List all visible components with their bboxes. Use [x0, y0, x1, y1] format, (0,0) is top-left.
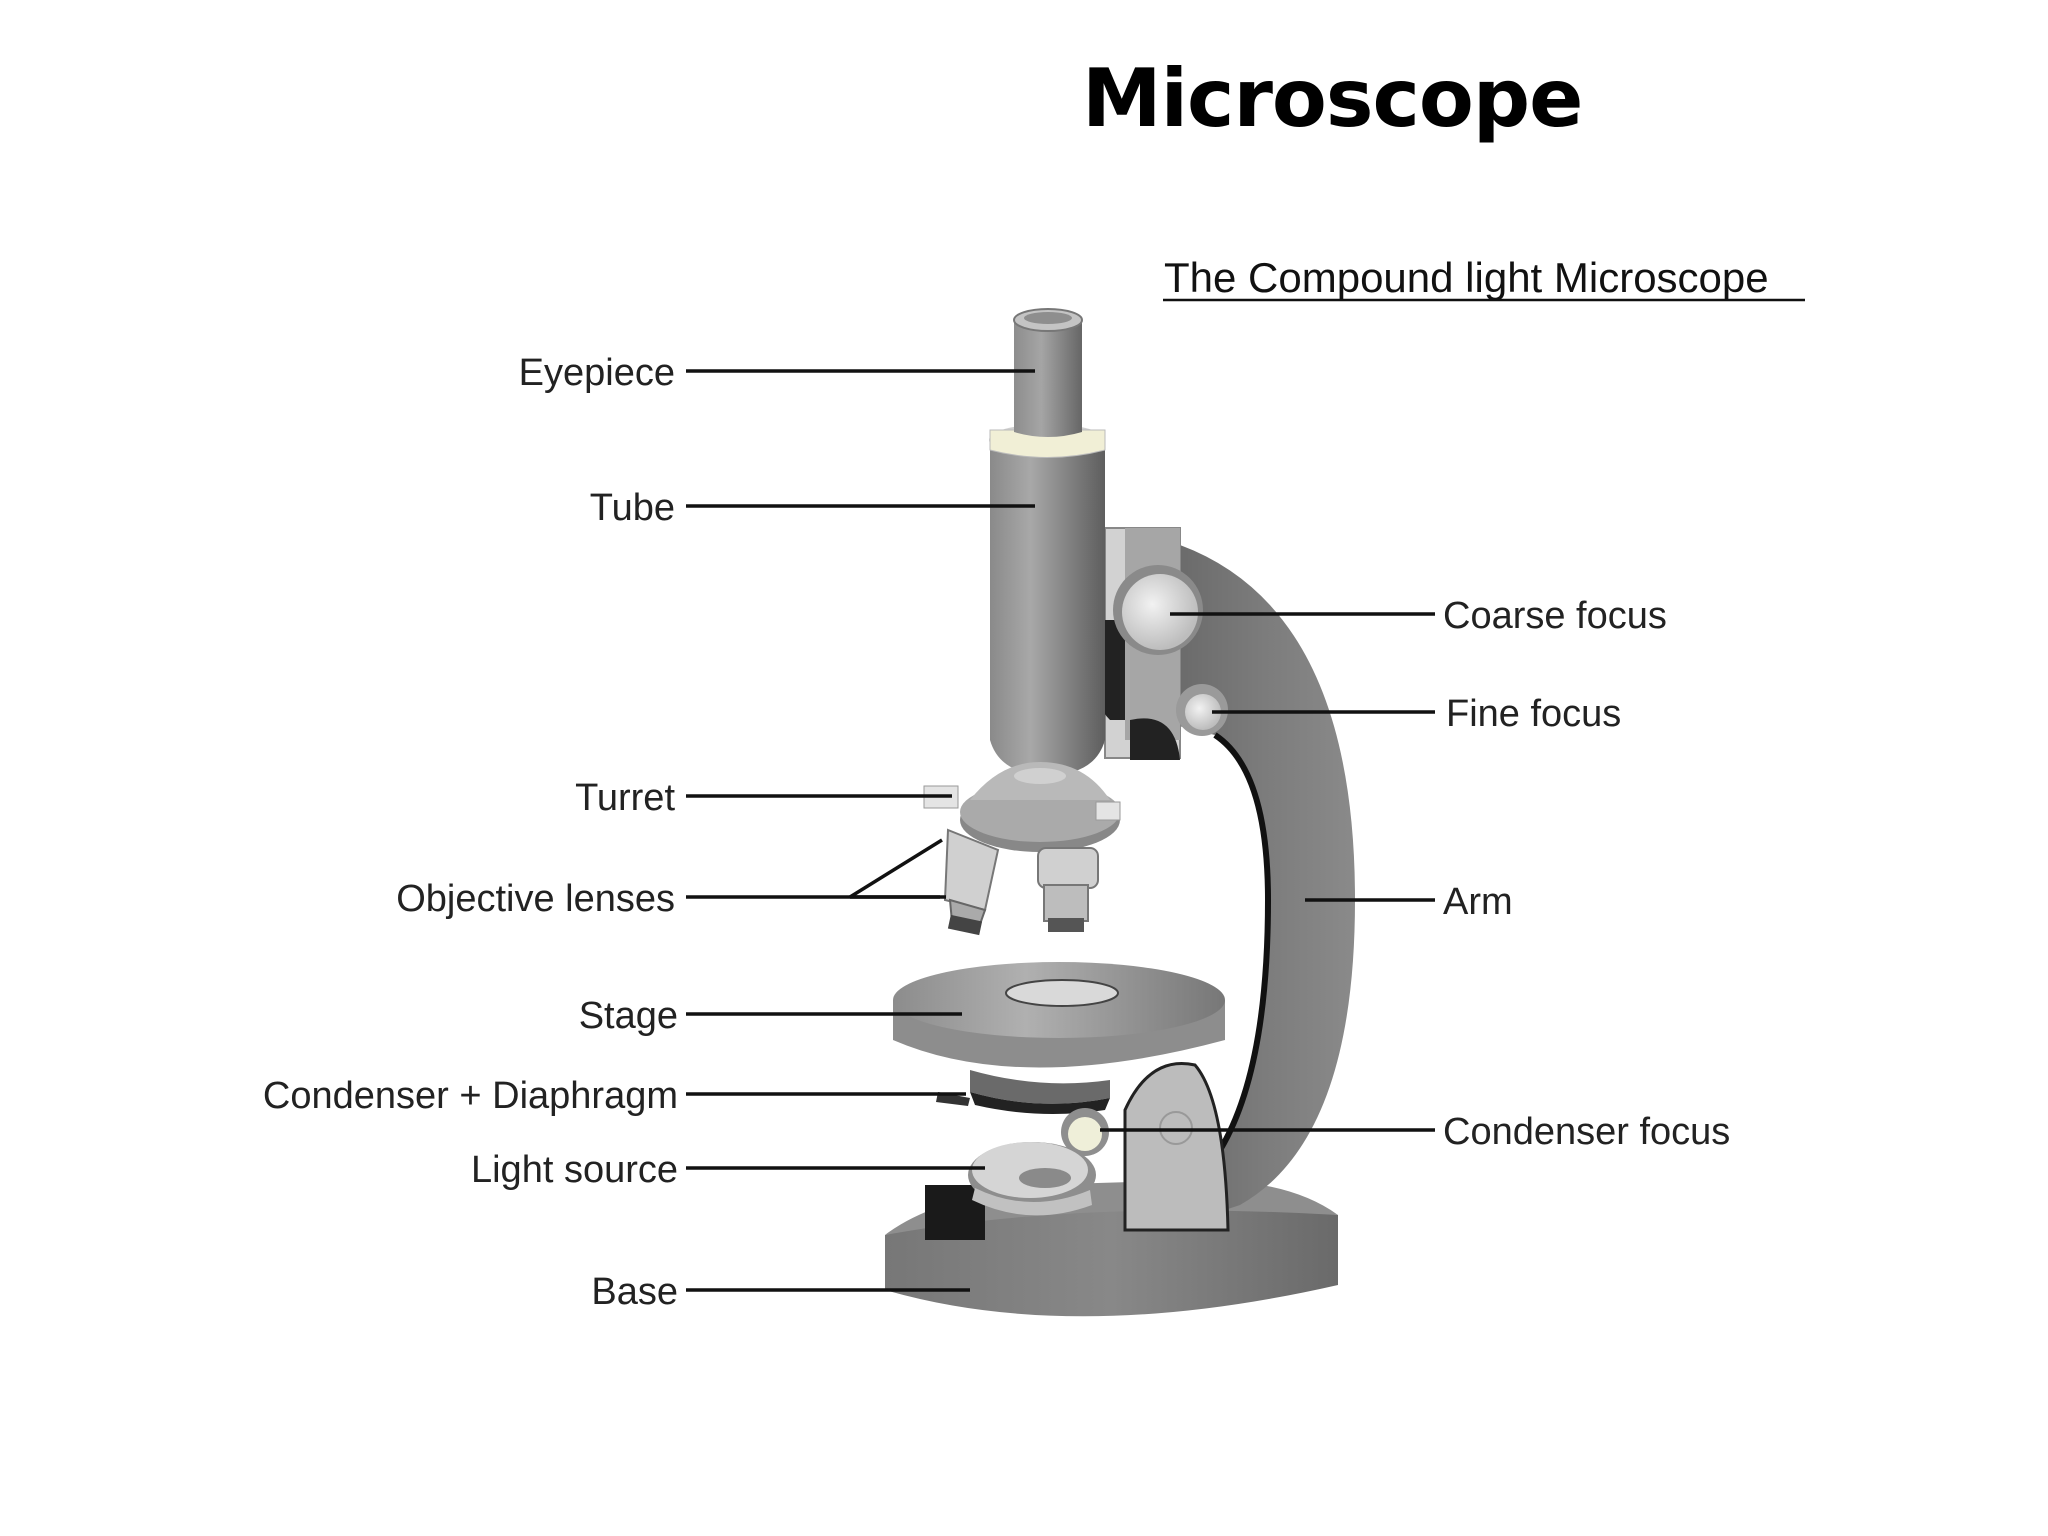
label-condenser-diaphragm: Condenser + Diaphragm	[263, 1075, 678, 1117]
label-coarse-focus: Coarse focus	[1443, 595, 1667, 637]
label-light-source: Light source	[471, 1149, 678, 1191]
eyepiece-shape	[1013, 308, 1083, 437]
light-source-shape	[968, 1142, 1096, 1216]
page-title: Microscope	[1082, 52, 1583, 145]
label-base: Base	[591, 1271, 678, 1313]
label-eyepiece: Eyepiece	[519, 352, 675, 394]
fine-focus-knob	[1176, 684, 1228, 736]
diagram-subtitle: The Compound light Microscope	[1164, 254, 1769, 301]
label-condenser-focus: Condenser focus	[1443, 1111, 1730, 1153]
objective-lenses-shape	[943, 828, 1099, 936]
label-fine-focus: Fine focus	[1446, 693, 1621, 735]
label-stage: Stage	[579, 995, 678, 1037]
leader-lines	[686, 369, 1435, 1292]
tube-shape	[989, 424, 1106, 775]
condenser-focus-knob	[1061, 1108, 1193, 1156]
label-tube: Tube	[590, 487, 675, 529]
labels-right: Coarse focus Fine focus Arm Condenser fo…	[1443, 595, 1730, 1153]
coarse-focus-knob	[1113, 565, 1203, 655]
leader-objective-lenses-branch-1	[849, 838, 943, 899]
microscope-illustration	[885, 308, 1355, 1317]
stage-shape	[893, 962, 1225, 1114]
label-objective-lenses: Objective lenses	[396, 878, 675, 920]
turret-shape	[923, 762, 1121, 852]
arm-pillar	[1123, 1062, 1230, 1232]
label-turret: Turret	[575, 777, 675, 819]
labels-left: Eyepiece Tube Turret Objective lenses St…	[263, 352, 678, 1313]
base-shape	[885, 1180, 1338, 1317]
label-arm: Arm	[1443, 881, 1513, 923]
